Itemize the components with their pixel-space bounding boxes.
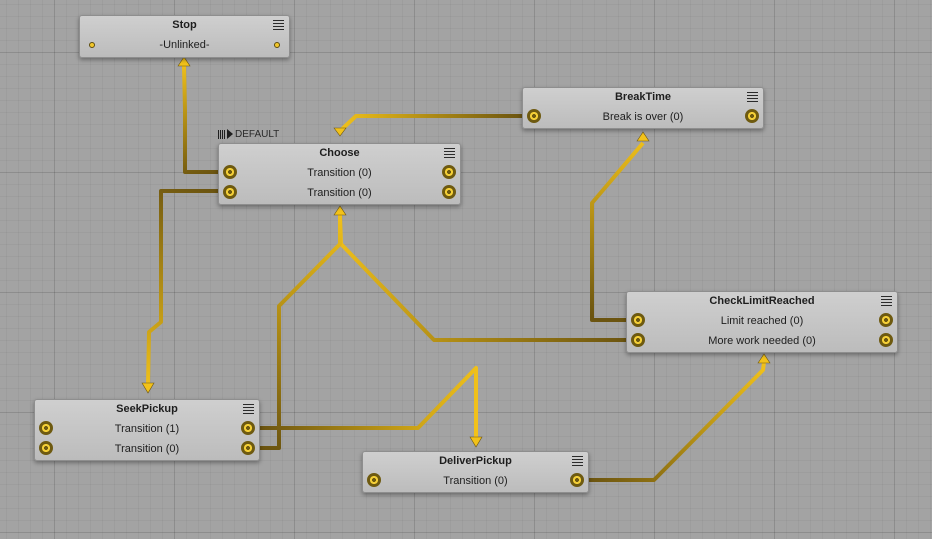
default-arrow-icon (227, 129, 233, 139)
output-port[interactable] (879, 313, 893, 327)
input-port[interactable] (223, 185, 237, 199)
input-port[interactable] (367, 473, 381, 487)
row-label: Transition (0) (307, 167, 372, 179)
node-row-break-is-over: Break is over (0) (523, 107, 763, 127)
row-label: Transition (1) (114, 423, 180, 435)
node-breaktime[interactable]: BreakTime Break is over (0) (522, 87, 764, 129)
node-stop[interactable]: Stop -Unlinked- (79, 15, 290, 58)
wire-deliverpickup-to-checklimit (588, 361, 766, 482)
arrowhead-stop (177, 56, 191, 67)
node-row-unlinked: -Unlinked- (80, 35, 289, 55)
node-title: CheckLimitReached (709, 295, 815, 307)
wire-seekpickup-to-deliverpickup (260, 366, 478, 440)
wire-choose-to-stop (182, 65, 218, 174)
default-label: DEFAULT (235, 128, 280, 140)
menu-icon[interactable] (572, 456, 583, 466)
output-port[interactable] (745, 109, 759, 123)
arrowhead-checklimit (757, 353, 771, 364)
node-choose[interactable]: Choose Transition (0) Transition (0) (218, 143, 461, 205)
node-row-transition-2: Transition (0) (35, 439, 259, 459)
row-label: Limit reached (0) (720, 315, 804, 327)
input-port[interactable] (631, 333, 645, 347)
arrowhead-choose-bottom (333, 205, 347, 216)
input-port[interactable] (39, 441, 53, 455)
menu-icon[interactable] (273, 20, 284, 30)
node-row-transition-2: Transition (0) (219, 183, 460, 203)
row-label: Transition (0) (443, 475, 508, 487)
output-port[interactable] (274, 42, 280, 48)
output-port[interactable] (879, 333, 893, 347)
menu-icon[interactable] (881, 296, 892, 306)
node-title: Choose (319, 147, 360, 159)
arrowhead-breaktime (636, 131, 650, 142)
wire-checklimit-to-choose (338, 214, 626, 342)
output-port[interactable] (442, 185, 456, 199)
node-title: Stop (172, 19, 197, 31)
node-row-transition-1: Transition (0) (219, 163, 460, 183)
node-row-limit-reached: Limit reached (0) (627, 311, 897, 331)
input-port[interactable] (39, 421, 53, 435)
output-port[interactable] (442, 165, 456, 179)
node-row-more-work-needed: More work needed (0) (627, 331, 897, 351)
menu-icon[interactable] (243, 404, 254, 414)
arrowhead-deliverpickup (469, 436, 483, 448)
wire-breaktime-to-choose (338, 114, 522, 133)
node-checklimitreached[interactable]: CheckLimitReached Limit reached (0) More… (626, 291, 898, 353)
input-port[interactable] (527, 109, 541, 123)
wire-choose-to-seekpickup (146, 189, 218, 387)
node-deliverpickup[interactable]: DeliverPickup Transition (0) (362, 451, 589, 493)
output-port[interactable] (241, 421, 255, 435)
input-port[interactable] (223, 165, 237, 179)
menu-icon[interactable] (747, 92, 758, 102)
wire-seekpickup-to-choose (260, 215, 342, 450)
row-label: Transition (0) (114, 443, 180, 455)
row-label: -Unlinked- (159, 39, 210, 51)
node-title: BreakTime (614, 91, 672, 103)
node-row-transition: Transition (0) (363, 471, 588, 491)
arrowhead-choose-top (333, 127, 347, 137)
input-port[interactable] (631, 313, 645, 327)
node-title: DeliverPickup (439, 455, 512, 467)
input-port[interactable] (89, 42, 95, 48)
menu-icon[interactable] (444, 148, 455, 158)
node-seekpickup[interactable]: SeekPickup Transition (1) Transition (0) (34, 399, 260, 461)
output-port[interactable] (241, 441, 255, 455)
arrowhead-seekpickup (141, 382, 155, 394)
output-port[interactable] (570, 473, 584, 487)
row-label: Break is over (0) (602, 111, 684, 123)
row-label: Transition (0) (307, 187, 372, 199)
node-title: SeekPickup (116, 403, 178, 415)
default-bars-icon (218, 129, 225, 139)
row-label: More work needed (0) (708, 335, 816, 347)
node-row-transition-1: Transition (1) (35, 419, 259, 439)
default-state-marker: DEFAULT (218, 128, 279, 140)
